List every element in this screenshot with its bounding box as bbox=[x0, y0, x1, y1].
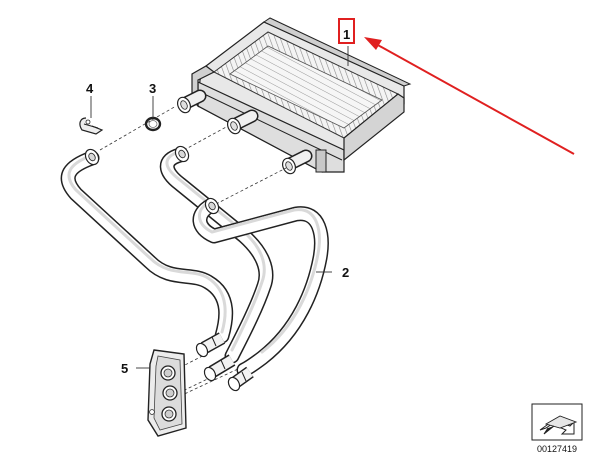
hose-end-upper-middle bbox=[174, 145, 190, 163]
highlight-arrowhead bbox=[364, 37, 382, 50]
retaining-clip bbox=[79, 117, 104, 135]
callout-part-4: 4 bbox=[86, 81, 94, 96]
reference-number: 00127419 bbox=[537, 444, 577, 454]
highlight-arrow bbox=[375, 43, 575, 155]
hose-end-lower-1 bbox=[195, 332, 226, 358]
view-direction-arrow-icon bbox=[531, 403, 583, 441]
highlight-annotation bbox=[338, 18, 575, 155]
heater-core-connector-lower bbox=[281, 149, 313, 175]
highlight-box bbox=[338, 18, 355, 44]
callout-part-1: 1 bbox=[343, 27, 350, 42]
connector-flange bbox=[147, 349, 187, 437]
hose-end-lower-2 bbox=[203, 354, 236, 382]
callout-part-5: 5 bbox=[121, 361, 128, 376]
hose-end-lower-3 bbox=[227, 366, 254, 392]
o-ring bbox=[144, 116, 162, 132]
callout-part-3: 3 bbox=[149, 81, 156, 96]
heater-core-connector-upper bbox=[176, 89, 207, 114]
hose-end-upper-left bbox=[84, 148, 100, 166]
heater-core-connector-middle bbox=[226, 109, 259, 135]
hose-end-upper-right bbox=[204, 197, 220, 215]
heater-core bbox=[191, 17, 412, 173]
hose-assembly bbox=[60, 145, 329, 392]
callout-part-2: 2 bbox=[342, 265, 349, 280]
callout-leaders bbox=[90, 46, 349, 369]
